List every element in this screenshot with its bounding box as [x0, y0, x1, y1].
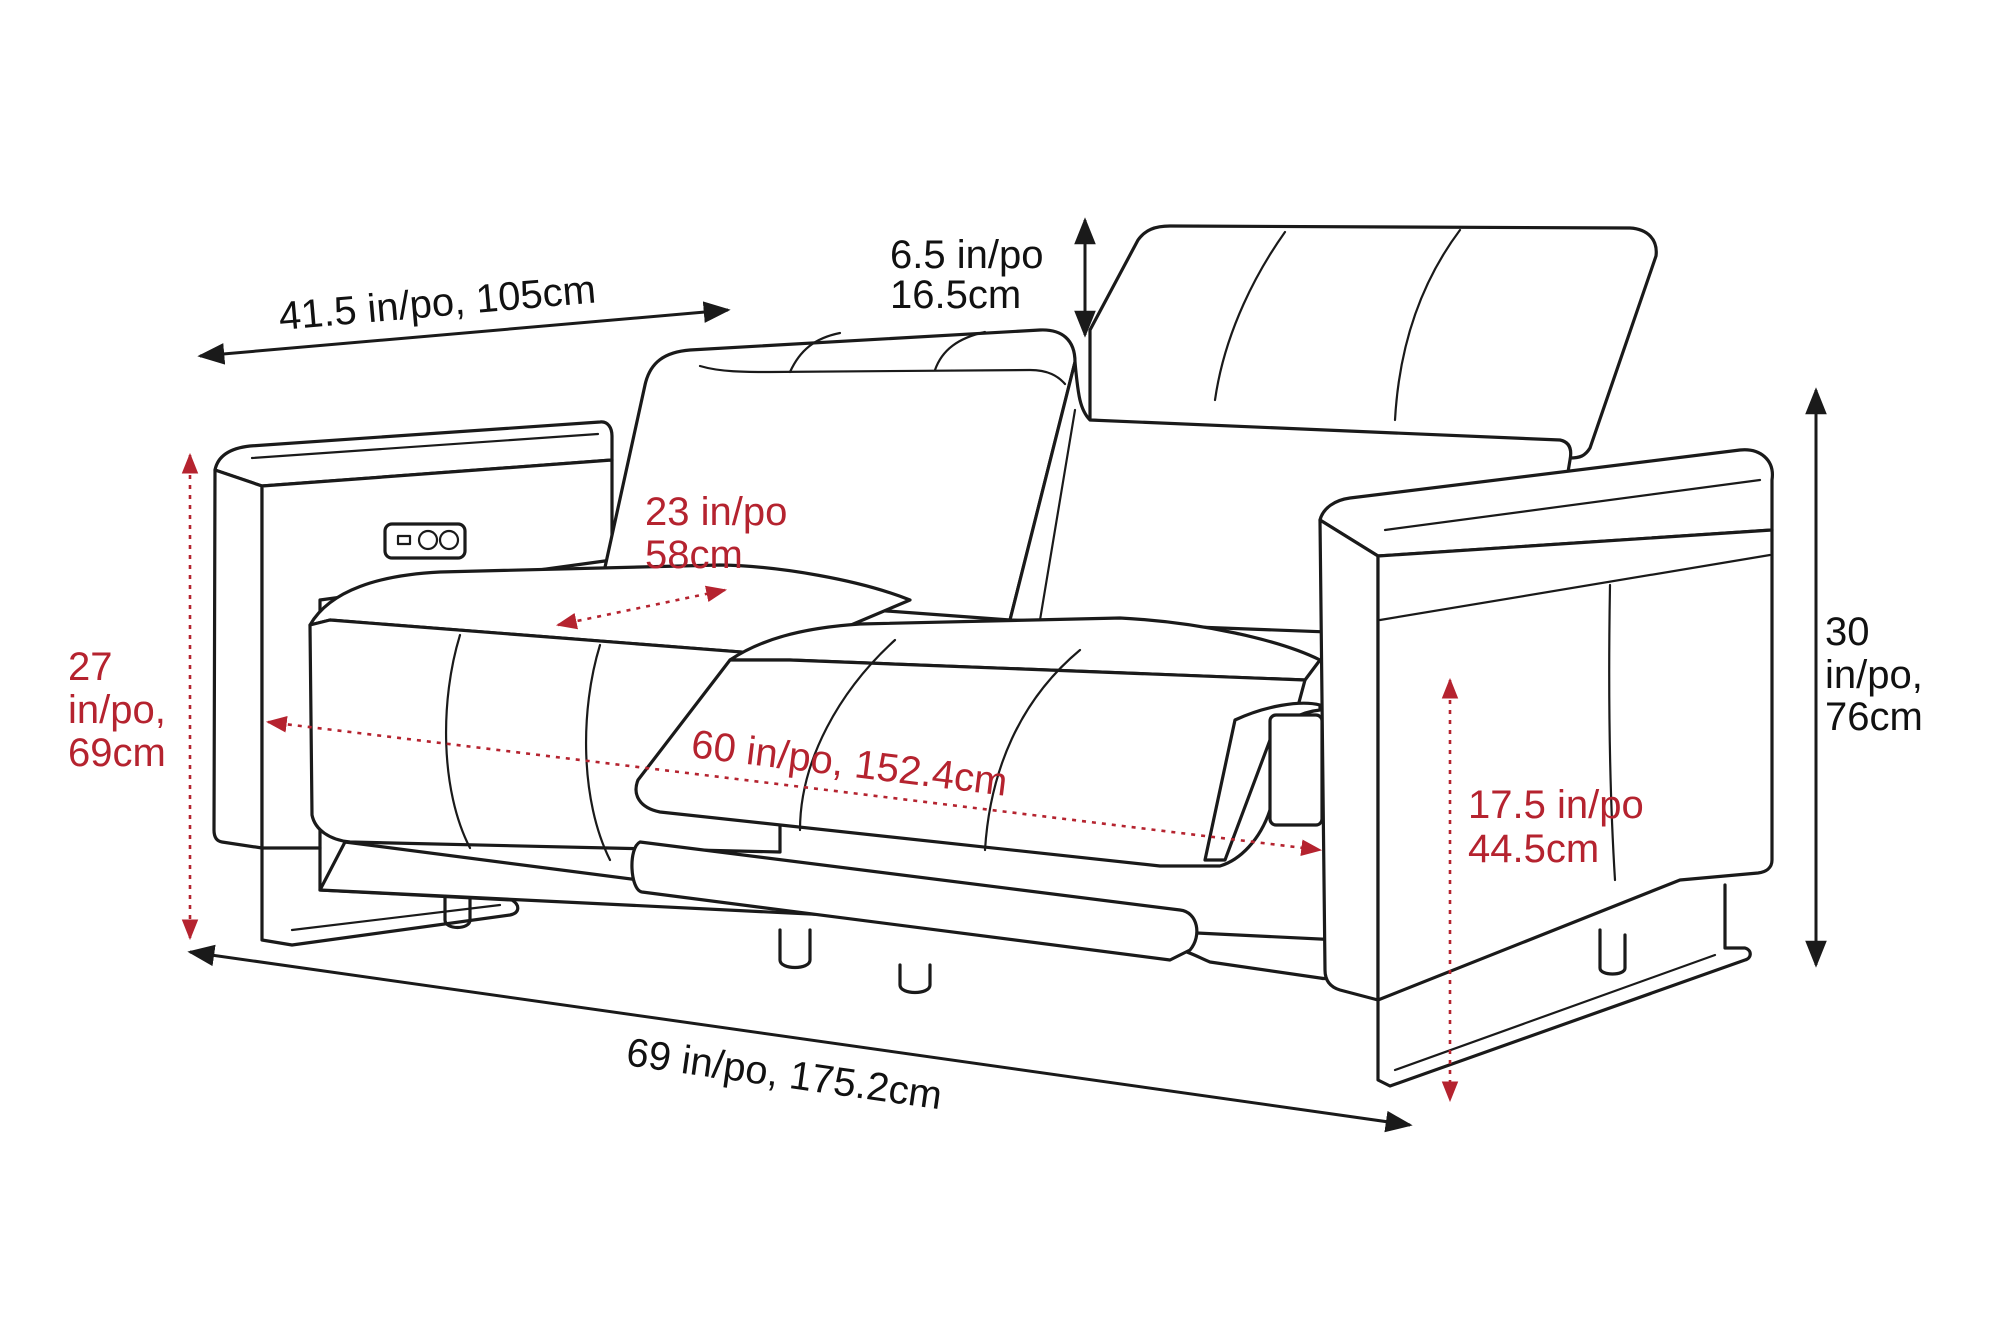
height-label-line1: 30 — [1825, 610, 1870, 654]
left-arm-front — [212, 468, 264, 850]
width-arrow — [187, 944, 1413, 1133]
arm-height-label-line3: 69cm — [68, 731, 166, 775]
seat-height-label-line1: 17.5 in/po — [1468, 783, 1644, 827]
sofa-drawing — [212, 224, 1774, 1088]
arm-height-label-line1: 27 — [68, 645, 113, 689]
height-label-line3: 76cm — [1825, 695, 1923, 739]
width-label: 69 in/po, 175.2cm — [624, 1030, 945, 1118]
left-arm-top — [213, 420, 614, 488]
right-sled-base — [1376, 883, 1752, 1088]
dimension-arrows — [181, 217, 1827, 1133]
right-back-headrest — [1088, 224, 1658, 460]
right-arm-front — [1318, 518, 1380, 1002]
arm-height-label-line2: in/po, — [68, 688, 166, 732]
recline-control-panel — [383, 522, 467, 560]
seat-depth-arrow — [555, 585, 728, 630]
footrest-block — [1268, 713, 1324, 827]
left-back-cushion — [598, 328, 1077, 622]
height-label-line2: in/po, — [1825, 653, 1923, 697]
right-arm-side — [1376, 528, 1774, 1002]
right-arm-top — [1318, 448, 1774, 558]
depth-arrow — [197, 301, 731, 365]
seat-depth-label-line1: 23 in/po — [645, 490, 787, 534]
right-seat-cushion — [728, 616, 1322, 682]
seat-depth-label-line2: 58cm — [645, 533, 743, 577]
seat-width-arrow — [265, 716, 1323, 856]
seat-height-label-line2: 44.5cm — [1468, 827, 1599, 871]
depth-label: 41.5 in/po, 105cm — [277, 267, 598, 339]
headrest-label-line2: 16.5cm — [890, 273, 1021, 317]
headrest-label-line1: 6.5 in/po — [890, 233, 1043, 277]
